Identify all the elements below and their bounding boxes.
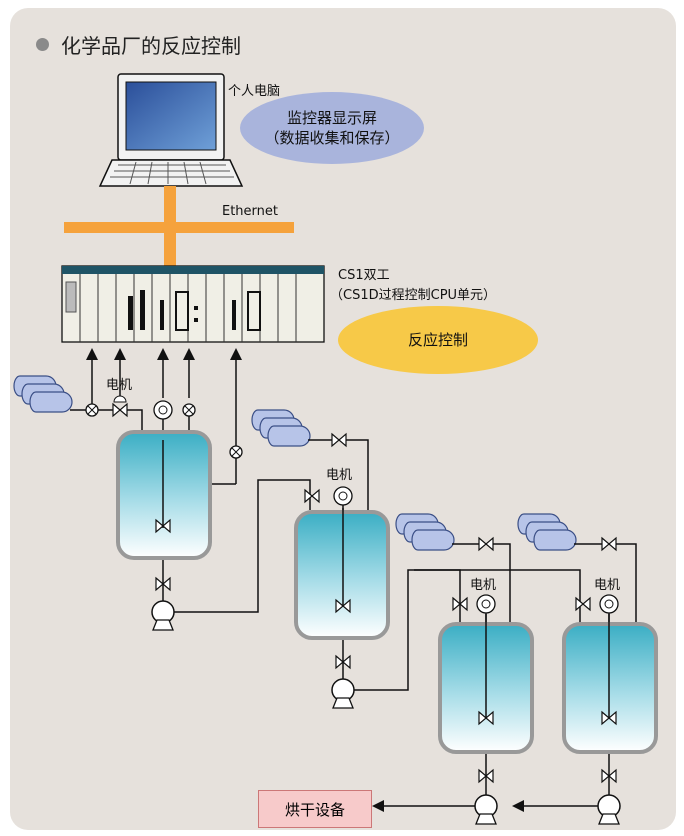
pump-icon	[151, 600, 175, 631]
bullet-icon	[36, 38, 49, 51]
tank-icon	[116, 430, 212, 560]
motor-icon	[333, 486, 353, 506]
gas-cylinder-icon	[251, 409, 311, 447]
plc-label-line1: CS1双工	[338, 268, 390, 283]
plc-bubble-text: 反应控制	[338, 306, 538, 374]
dryer-label: 烘干设备	[284, 800, 345, 819]
title-text: 化学品厂的反应控制	[61, 34, 241, 58]
valve-icon	[85, 395, 243, 459]
pc-bubble-line1: 监控器显示屏	[286, 109, 377, 127]
signal-lines	[86, 348, 242, 448]
plc-label-line2: （CS1D过程控制CPU单元）	[330, 288, 497, 303]
gas-cylinder-icon	[13, 375, 73, 413]
pump-icon	[331, 678, 355, 709]
ethernet-bus	[64, 186, 294, 266]
diagram-title: 化学品厂的反应控制	[36, 30, 241, 59]
pc-label: 个人电脑	[228, 84, 281, 99]
pump-icon	[597, 794, 621, 825]
computer-icon	[98, 73, 244, 187]
dryer-box: 烘干设备	[258, 790, 372, 828]
motor-label: 电机	[594, 578, 621, 593]
tank-icon	[562, 614, 658, 754]
plc-rack-icon	[61, 265, 325, 343]
tank-icon	[294, 508, 390, 640]
gas-cylinder-icon	[395, 513, 455, 551]
motor-label: 电机	[106, 378, 133, 393]
tank-icon	[438, 614, 534, 754]
pc-bubble-line2: （数据收集和保存）	[264, 129, 400, 147]
pc-bubble	[240, 92, 424, 164]
motor-icon	[476, 594, 496, 614]
motor-label: 电机	[326, 468, 353, 483]
motor-icon	[599, 594, 619, 614]
motor-label: 电机	[470, 578, 497, 593]
plc-bubble	[338, 306, 538, 374]
pc-bubble-text: 监控器显示屏 （数据收集和保存）	[240, 92, 424, 164]
ethernet-label: Ethernet	[222, 204, 278, 219]
plc-bubble-label: 反应控制	[407, 331, 468, 349]
pump-icon	[474, 794, 498, 825]
gas-cylinder-icon	[517, 513, 577, 551]
